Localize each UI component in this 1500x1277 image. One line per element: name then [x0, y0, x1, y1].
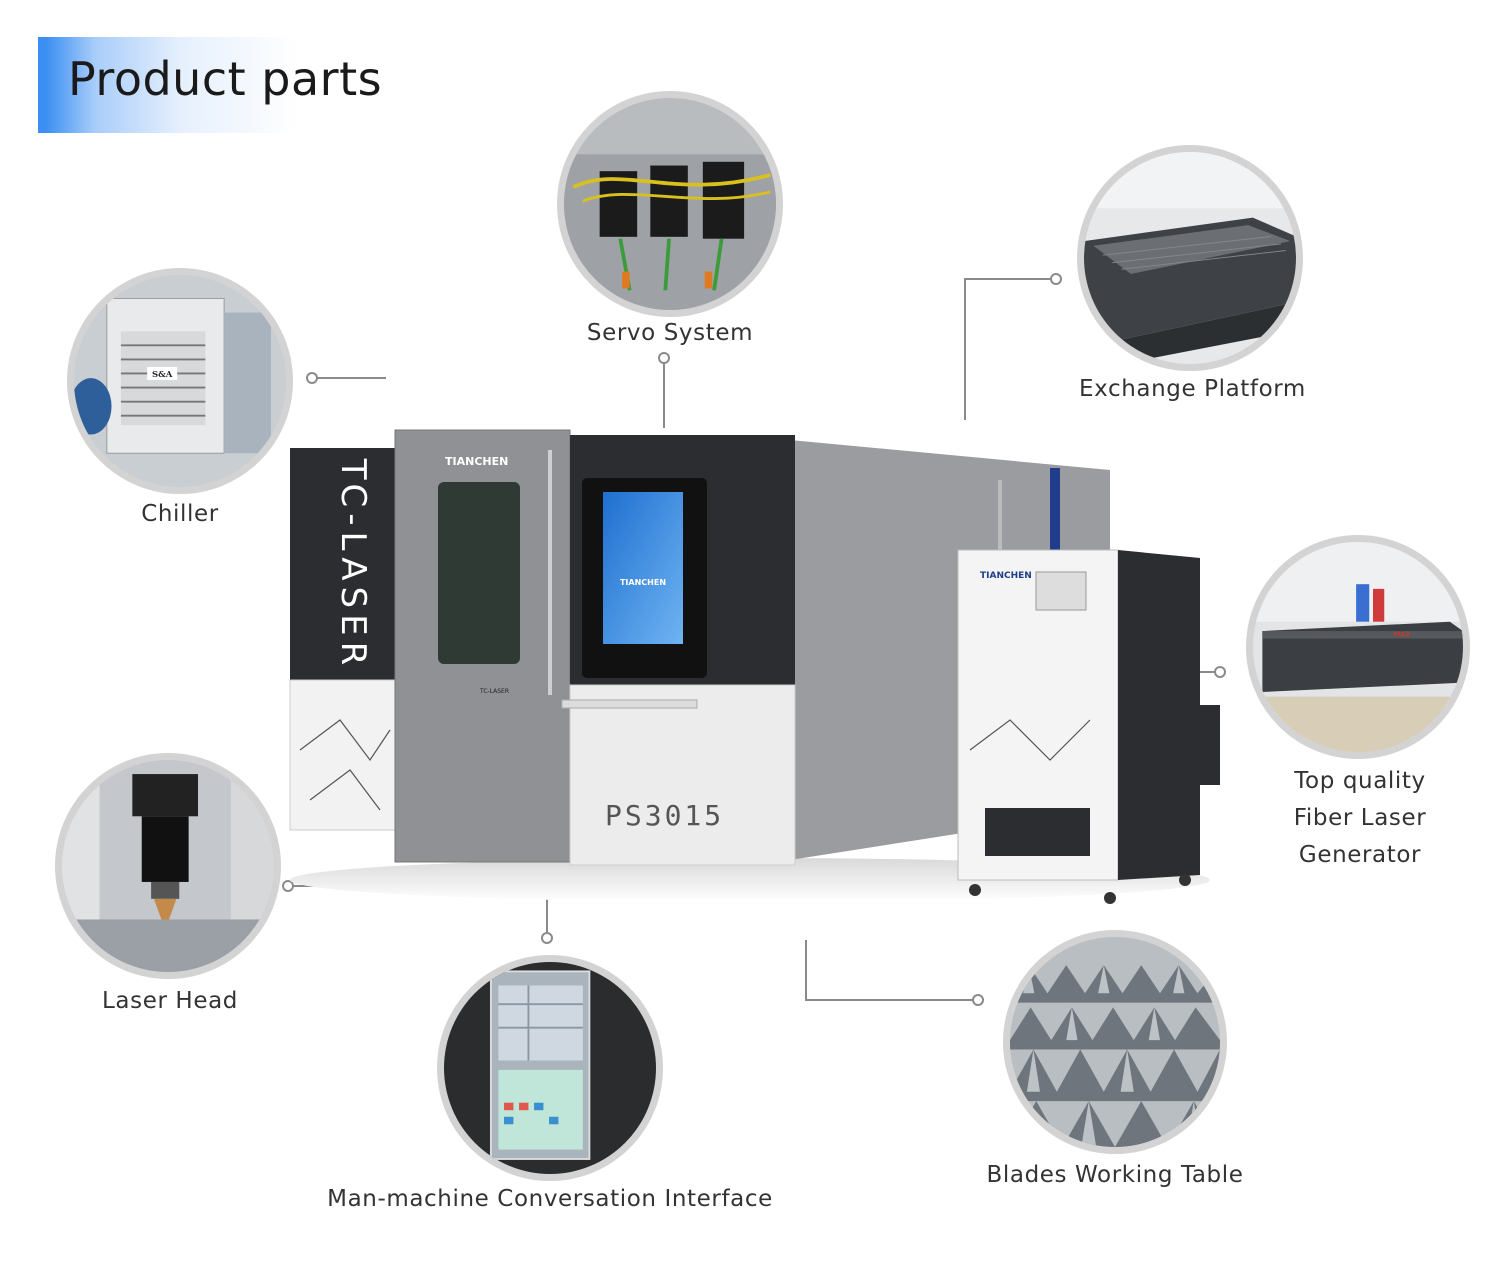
blades-connector-vertical [805, 940, 807, 1000]
chiller-image: S&A [67, 268, 293, 494]
hmi-connector-dot [541, 932, 553, 944]
door-handle [548, 450, 552, 695]
generator-connector-line [1200, 671, 1222, 673]
chiller-label: Chiller [141, 501, 219, 527]
blades-label: Blades Working Table [986, 1162, 1244, 1188]
generator-label: Top quality Fiber Laser Generator [1262, 763, 1458, 874]
servo-system-image [557, 91, 783, 317]
door-plate-text: TC-LASER [479, 688, 509, 695]
hmi-connector-line [546, 896, 548, 936]
servo-connector-line [663, 360, 665, 428]
side-tower-text: TC-LASER [333, 458, 373, 671]
servo-system-label: Servo System [586, 320, 754, 346]
model-text: PS3015 [605, 799, 724, 832]
chiller-brand-text: S&A [152, 369, 173, 379]
generator-cabinet-side [1118, 550, 1200, 880]
door-window [438, 482, 520, 664]
generator-label-line-1: Top quality [1294, 768, 1426, 794]
hmi-label: Man-machine Conversation Interface [327, 1186, 773, 1212]
blades-connector-horizontal [805, 999, 975, 1001]
side-tower-dark-panel [290, 448, 395, 680]
control-screen [603, 492, 683, 644]
exchange-connector-vertical [964, 278, 966, 420]
fiber-laser-generator-image: MAX [1246, 535, 1470, 759]
rear-bracket [1200, 705, 1220, 785]
exchange-connector-dot [1050, 273, 1062, 285]
blades-working-table-image [1003, 930, 1227, 1154]
laser-cutting-machine-image: TC-LASER TIANCHEN TC-LASER TIANCHEN PS30… [289, 429, 1220, 904]
cabinet-vent [985, 808, 1090, 856]
cabinet-brand-text: TIANCHEN [980, 571, 1032, 581]
generator-label-line-3: Generator [1298, 842, 1422, 868]
side-tower-white-panel [289, 679, 396, 831]
chiller-connector-dot [306, 372, 318, 384]
exchange-connector-horizontal [964, 278, 1054, 280]
chiller-connector-line [316, 377, 386, 379]
exchange-platform-label: Exchange Platform [1079, 376, 1306, 402]
blades-connector-dot [972, 994, 984, 1006]
exchange-platform-image [1077, 145, 1303, 371]
keyboard-shelf [561, 699, 698, 709]
svg-text:TIANCHEN: TIANCHEN [620, 578, 666, 587]
generator-label-line-2: Fiber Laser [1293, 805, 1427, 831]
door-brand-text: TIANCHEN [445, 455, 508, 468]
hmi-image [437, 955, 663, 1181]
servo-connector-dot [658, 352, 670, 364]
generator-brand-text: MAX [1394, 631, 1411, 639]
page-title: Product parts [68, 52, 383, 106]
cabinet-control-panel [1035, 571, 1087, 611]
laser-head-label: Laser Head [102, 988, 238, 1014]
control-column-white [569, 684, 796, 866]
generator-connector-dot [1214, 666, 1226, 678]
title-accent-band [38, 37, 298, 133]
laser-head-image [55, 753, 281, 979]
laser-head-connector-dot [282, 880, 294, 892]
